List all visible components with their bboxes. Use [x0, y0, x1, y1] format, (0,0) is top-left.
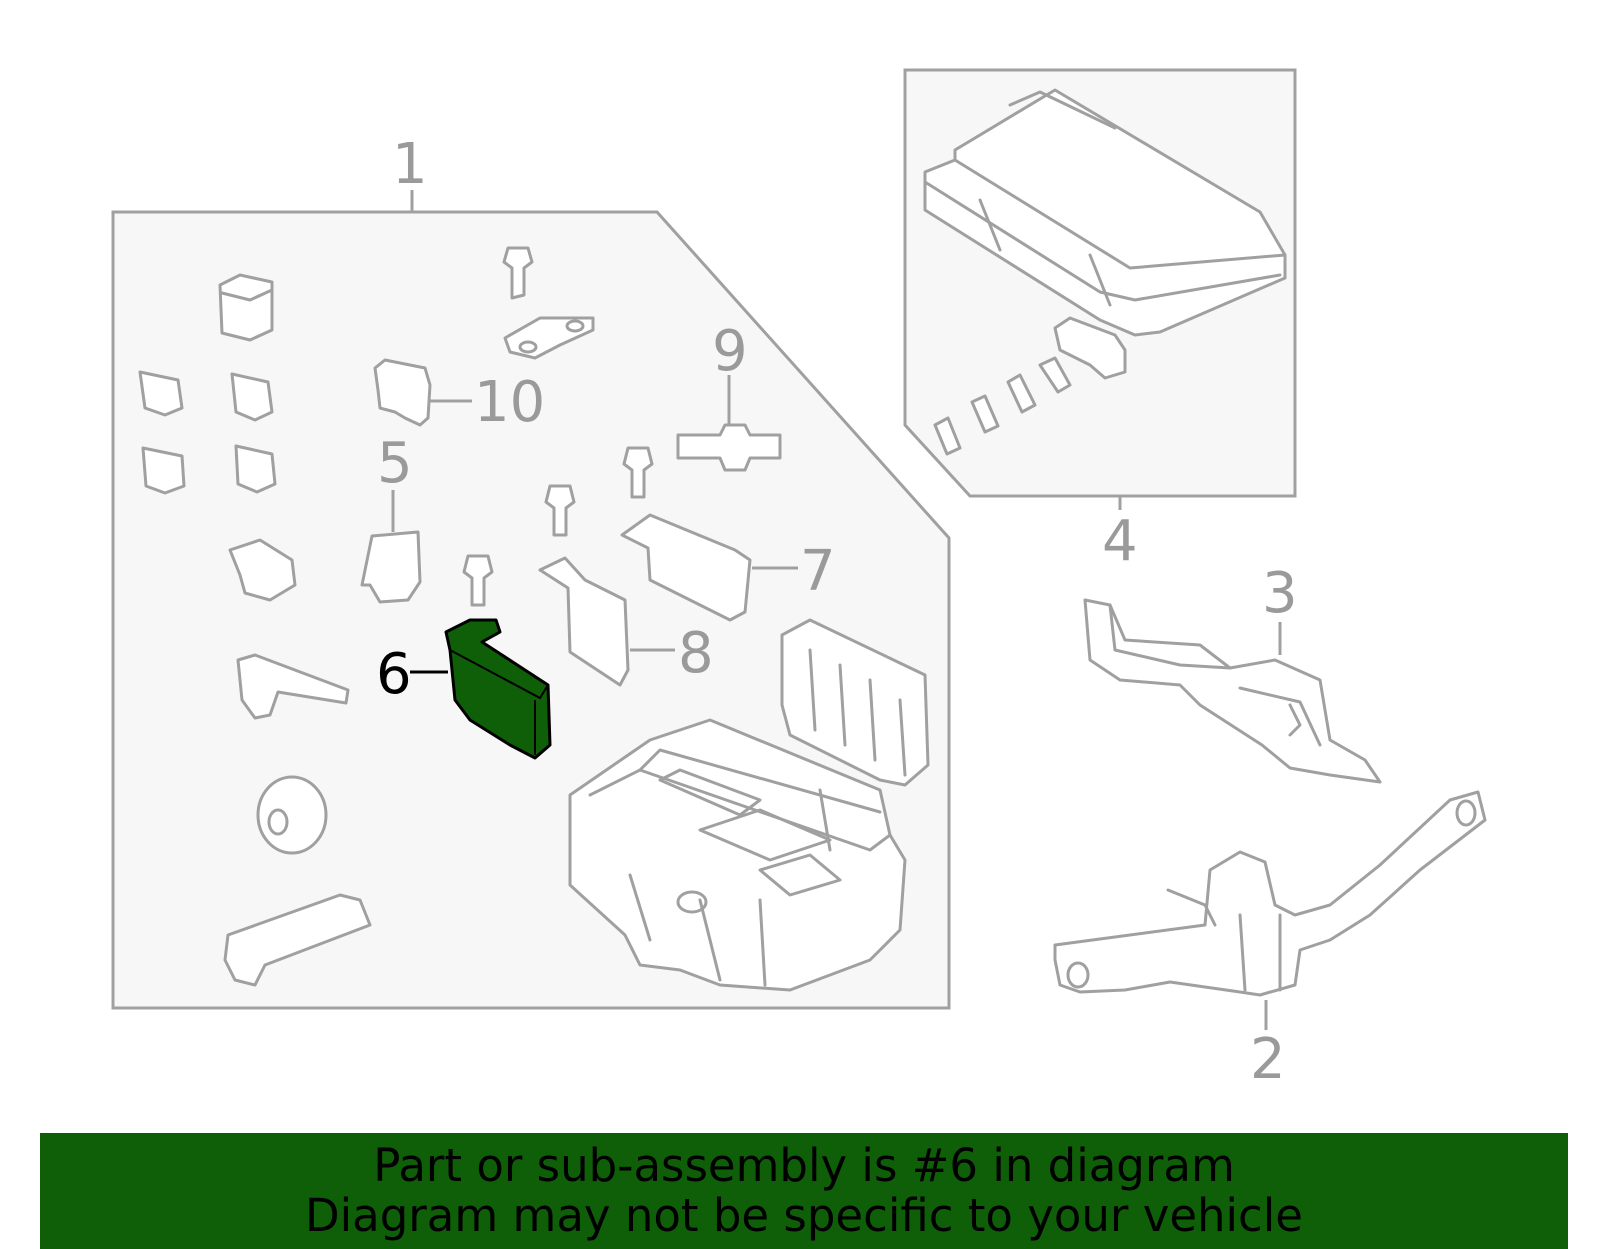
part-5-illustration — [360, 530, 422, 604]
callout-7: 7 — [800, 539, 836, 604]
callout-4: 4 — [1102, 509, 1138, 574]
callout-6: 6 — [376, 642, 412, 707]
relay-box-base-illustration — [568, 718, 907, 992]
part-8-illustration — [538, 556, 630, 687]
small-parts-illustration — [138, 273, 372, 987]
info-banner: Part or sub-assembly is #6 in diagram Di… — [40, 1133, 1568, 1249]
banner-line-1: Part or sub-assembly is #6 in diagram — [373, 1139, 1235, 1192]
callout-8: 8 — [678, 621, 714, 686]
bolts-illustration — [462, 446, 654, 607]
part-10-illustration — [373, 358, 432, 427]
relay-cover-illustration — [780, 618, 930, 787]
banner-line-2: Diagram may not be specific to your vehi… — [305, 1189, 1303, 1242]
part-9-illustration — [676, 423, 782, 472]
cover-illustration — [923, 88, 1287, 456]
callout-1: 1 — [392, 132, 428, 197]
callout-10: 10 — [474, 370, 545, 435]
bracket-3-illustration — [1083, 598, 1382, 784]
callout-5: 5 — [377, 431, 413, 496]
callout-3: 3 — [1262, 561, 1298, 626]
part-7-illustration — [620, 513, 752, 622]
callout-9: 9 — [712, 319, 748, 384]
bolt-and-strap-illustration — [502, 246, 595, 360]
callout-2: 2 — [1250, 1027, 1286, 1092]
bracket-2-illustration — [1053, 790, 1487, 997]
part-6-highlighted[interactable] — [444, 618, 552, 760]
